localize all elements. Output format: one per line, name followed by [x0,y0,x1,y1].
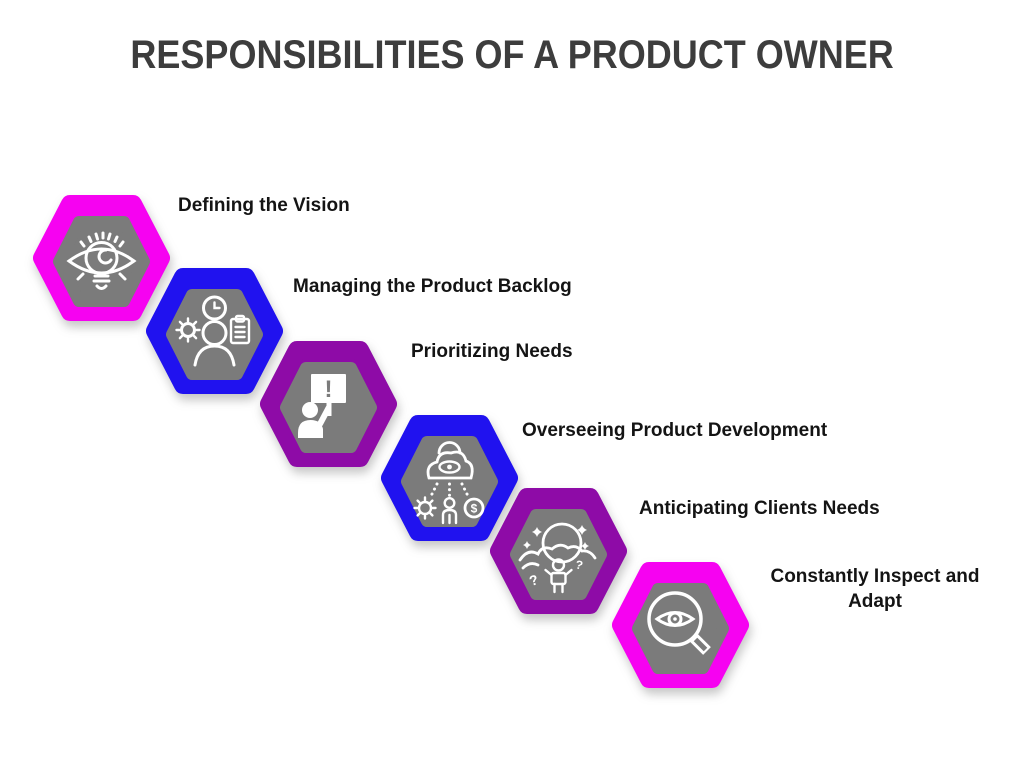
item-label-prioritizing-needs: Prioritizing Needs [411,341,573,362]
hex-badge-inspect-adapt [612,562,749,688]
person-clock-gear-clipboard-icon [175,295,251,367]
person-exclamation-sign-icon: ! [298,374,346,438]
hexagon-inner [401,436,498,527]
hex-badge-managing-backlog [146,268,283,394]
item-label-managing-backlog: Managing the Product Backlog [293,276,572,297]
svg-text:?: ? [574,557,584,572]
cloud-eye-person-gear-dollar-icon: $ [413,441,485,525]
item-label-overseeing-development: Overseeing Product Development [522,420,828,441]
hex-badge-overseeing-development: $ [381,415,518,541]
eye-lightbulb-vision-icon [66,231,137,290]
item-label-anticipating-needs: Anticipating Clients Needs [639,498,880,519]
hexagon-inner [510,509,607,600]
magnifier-eye-icon [647,591,711,655]
svg-text:$: $ [471,502,478,516]
page-title: RESPONSIBILITIES OF A PRODUCT OWNER [130,33,894,77]
hex-badge-defining-vision [33,195,170,321]
item-label-defining-vision: Defining the Vision [178,195,350,216]
hex-badge-anticipating-needs: ? ? [490,488,627,614]
item-label-inspect-adapt: Constantly Inspect and Adapt [770,566,980,612]
hexagon-inner [166,289,263,380]
svg-text:!: ! [325,376,333,403]
hex-badge-prioritizing-needs: ! [260,341,397,467]
